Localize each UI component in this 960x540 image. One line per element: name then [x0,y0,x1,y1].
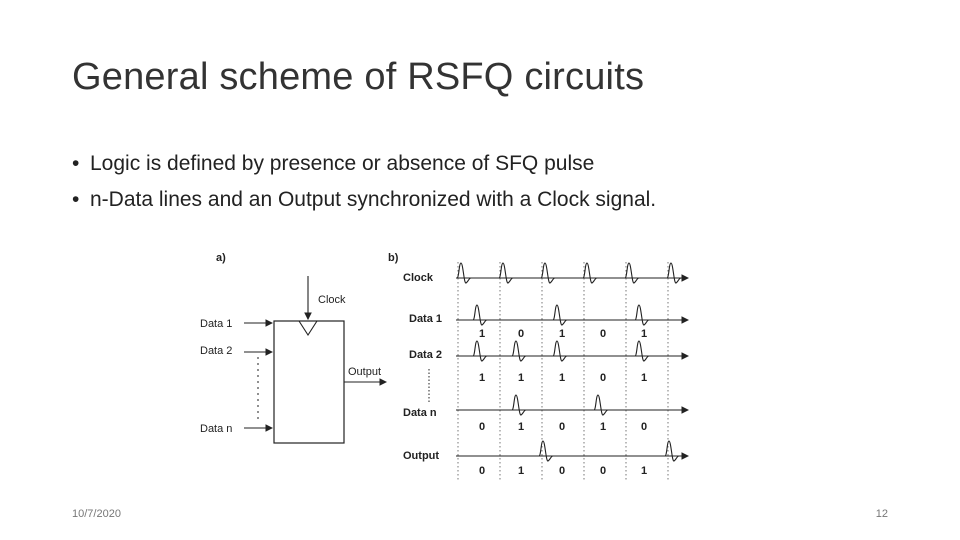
clock-pulse [624,262,640,284]
row-label: Data n [403,407,437,419]
clock-label-b: Clock [403,272,434,284]
row-label: Data 1 [409,313,442,325]
bit-value: 0 [600,328,606,340]
clock-label-a: Clock [318,294,346,306]
clock-pulse [456,262,472,284]
bit-value: 1 [479,328,485,340]
data-pulse [472,340,488,362]
data-pulse [593,394,609,416]
output-pulse [664,440,680,462]
input-label-data-2: Data 2 [200,345,232,357]
bit-value: 0 [518,328,524,340]
output-label-a: Output [348,366,381,378]
bit-value: 0 [641,421,647,433]
bit-value: 1 [518,372,524,384]
bit-value: 1 [559,372,565,384]
bullet-list: • Logic is defined by presence or absence… [72,146,656,218]
row-label: Output [403,450,439,462]
data-pulse [472,304,488,326]
output-pulse [538,440,554,462]
data-pulse [552,304,568,326]
bit-value: 1 [641,465,647,477]
bit-value: 0 [559,465,565,477]
data-pulse [511,340,527,362]
input-label-data-1: Data 1 [200,318,232,330]
bit-value: 0 [600,372,606,384]
panel-a: a) Clock Data 1 Data 2 Data n Output [200,252,388,444]
bit-value: 0 [479,421,485,433]
bit-value: 1 [641,328,647,340]
bit-value: 0 [559,421,565,433]
bullet-item: • n-Data lines and an Output synchronized… [72,182,656,218]
footer-date: 10/7/2020 [72,508,121,520]
panel-b-label: b) [388,252,399,264]
bullet-dot: • [72,152,80,175]
bullet-text: Logic is defined by presence or absence … [90,152,595,175]
bit-value: 1 [600,421,606,433]
bit-value: 1 [479,372,485,384]
clock-pulse [540,262,556,284]
data-pulse [634,304,650,326]
bullet-item: • Logic is defined by presence or absence… [72,146,656,182]
panel-a-label: a) [216,252,226,264]
input-label-data-n: Data n [200,423,232,435]
bit-value: 0 [479,465,485,477]
data-pulse [552,340,568,362]
data-pulse [634,340,650,362]
bit-value: 1 [518,465,524,477]
bullet-text: n-Data lines and an Output synchronized … [90,188,657,211]
clock-triangle [298,320,318,337]
data-pulse [511,394,527,416]
clock-pulse [498,262,514,284]
clock-pulse [666,262,682,284]
bit-value: 1 [641,372,647,384]
slide-title: General scheme of RSFQ circuits [72,56,645,98]
bit-value: 1 [518,421,524,433]
page-number: 12 [875,508,888,520]
clock-pulse [582,262,598,284]
row-label: Data 2 [409,349,442,361]
bullet-dot: • [72,188,80,211]
gate-block [273,320,345,444]
bit-value: 0 [600,465,606,477]
bit-value: 1 [559,328,565,340]
